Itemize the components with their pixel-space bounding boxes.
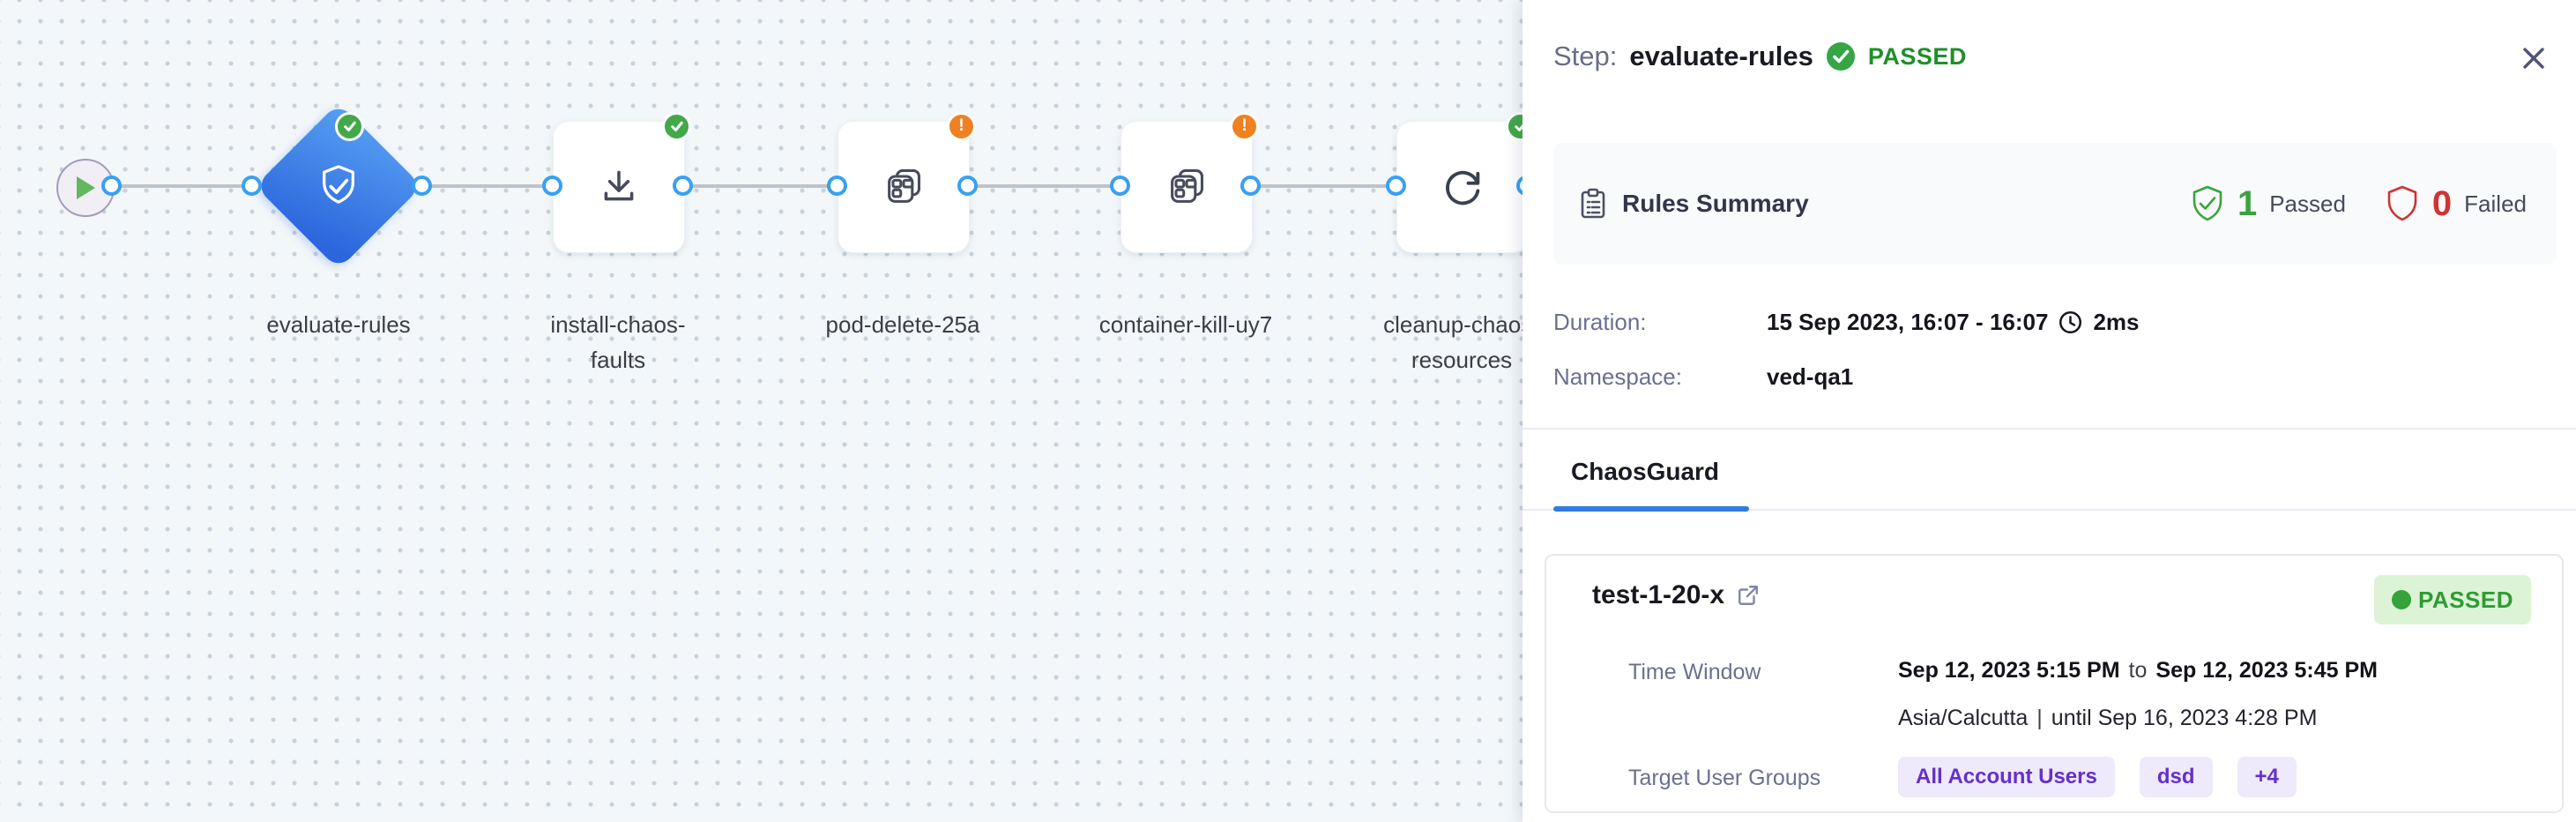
shield-passed-icon [2193,185,2222,221]
clipboard-icon [1581,188,1605,219]
namespace-label: Namespace: [1553,363,1682,390]
status-badge-warning: ! [1230,111,1259,141]
port[interactable] [542,176,562,196]
node-label: install-chaos-faults [550,311,686,373]
port[interactable] [412,176,432,196]
check-icon [670,121,683,131]
port[interactable] [101,176,122,196]
node-label: evaluate-rules [266,311,411,338]
port[interactable] [1110,176,1130,196]
user-group-chip: All Account Users [1898,757,2115,797]
failed-label: Failed [2464,190,2527,217]
shield-failed-icon [2387,185,2417,221]
node-label: cleanup-chaos-resources [1383,311,1523,373]
chaosguard-card: test-1-20-x PASSED Time Window Sep 12, 2… [1545,554,2564,813]
status-badge-warning: ! [947,111,976,141]
node-pod-delete-25a[interactable] [838,121,970,253]
download-icon [604,170,634,201]
pipeline-canvas: evaluate-rules install-chaos-faults ! po… [0,0,1523,822]
check-icon [1514,123,1523,131]
user-group-chip: dsd [2139,757,2213,797]
chaos-fault-icon [888,168,920,203]
connector [683,184,838,188]
namespace-value: ved-qa1 [1767,363,1854,390]
external-link-icon[interactable] [1737,584,1760,607]
node-evaluate-rules[interactable] [255,102,422,270]
node-install-chaos-faults[interactable] [553,121,685,253]
passed-count: 1 [2237,183,2258,223]
rules-summary-label: Rules Summary [1622,190,1809,217]
step-prefix: Step: [1553,41,1618,71]
guard-name: test-1-20-x [1592,580,1725,609]
namespace-row: Namespace: ved-qa1 [1553,363,1853,391]
check-circle-icon [1826,42,1855,71]
port[interactable] [957,176,978,196]
status-dot-icon [2392,590,2411,609]
port[interactable] [1240,176,1261,196]
step-details-panel: Step: evaluate-rules PASSED Rules Summar… [1523,0,2576,822]
port[interactable] [827,176,847,196]
divider [1523,509,2576,511]
passed-label: Passed [2269,190,2346,217]
divider [1523,428,2576,430]
duration-row: Duration: 15 Sep 2023, 16:07 - 16:07 2ms [1553,309,2140,336]
exclamation-icon: ! [1241,116,1247,135]
connector [968,184,1120,188]
status-badge-passed [662,111,691,141]
node-cleanup-chaos-resources[interactable] [1396,121,1523,253]
active-tab-indicator [1553,506,1749,512]
target-user-groups-label: Target User Groups [1628,766,1821,790]
node-container-kill-uy7[interactable] [1120,121,1253,253]
tab-chaosguard[interactable]: ChaosGuard [1571,458,1720,485]
check-icon [343,121,356,131]
time-window-label: Time Window [1628,660,1761,684]
close-icon [2523,48,2544,69]
duration-elapsed: 2ms [2093,309,2140,335]
rules-passed-stat: 1 Passed [2190,184,2346,224]
connector [422,184,553,188]
chaos-fault-icon [1171,168,1203,203]
guard-status-badge: PASSED [2374,575,2531,624]
duration-label: Duration: [1553,309,1647,335]
connector [1251,184,1396,188]
step-status-text: PASSED [1867,42,1967,70]
node-label: pod-delete-25a [825,311,980,338]
rules-failed-stat: 0 Failed [2385,184,2527,224]
failed-count: 0 [2431,183,2453,223]
node-label: container-kill-uy7 [1098,311,1273,338]
guard-status-text: PASSED [2418,586,2513,613]
refresh-icon [1446,170,1480,206]
timezone-line: Asia/Calcutta|until Sep 16, 2023 4:28 PM [1898,706,2318,730]
close-button[interactable] [2514,39,2553,78]
shield-check-icon [323,165,354,204]
user-group-chip: +4 [2237,757,2297,797]
step-title: evaluate-rules [1629,41,1813,71]
play-icon [77,176,95,199]
port[interactable] [242,176,262,196]
guard-name-link[interactable]: test-1-20-x [1592,580,1760,610]
duration-value: 15 Sep 2023, 16:07 - 16:07 [1767,309,2049,335]
rules-summary-card: Rules Summary 1 Passed 0 Failed [1553,143,2557,265]
status-badge-passed [1506,111,1523,141]
target-user-groups-chips: All Account Users dsd +4 [1898,757,2297,797]
port[interactable] [673,176,693,196]
panel-header: Step: evaluate-rules PASSED [1553,41,1967,72]
exclamation-icon: ! [958,116,964,135]
connector [112,184,252,188]
clock-icon [2059,311,2082,333]
port[interactable] [1386,176,1406,196]
status-badge-passed [335,111,364,141]
